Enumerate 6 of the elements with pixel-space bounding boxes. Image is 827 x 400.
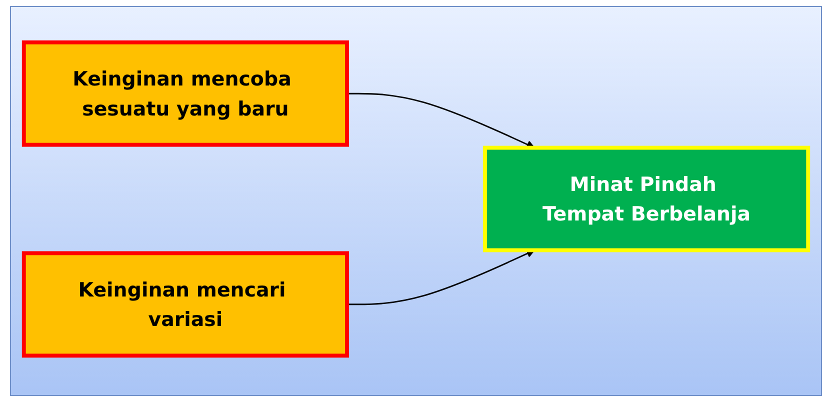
arrow [347,92,535,148]
node-box [483,145,810,252]
diagram-background: Keinginan mencoba sesuatu yang baru Keinginan mencari variasi Minat Pindah Tempat Berbelanja [10,6,822,396]
arrow [347,249,535,305]
node-box [22,250,349,358]
node-box [22,40,349,146]
